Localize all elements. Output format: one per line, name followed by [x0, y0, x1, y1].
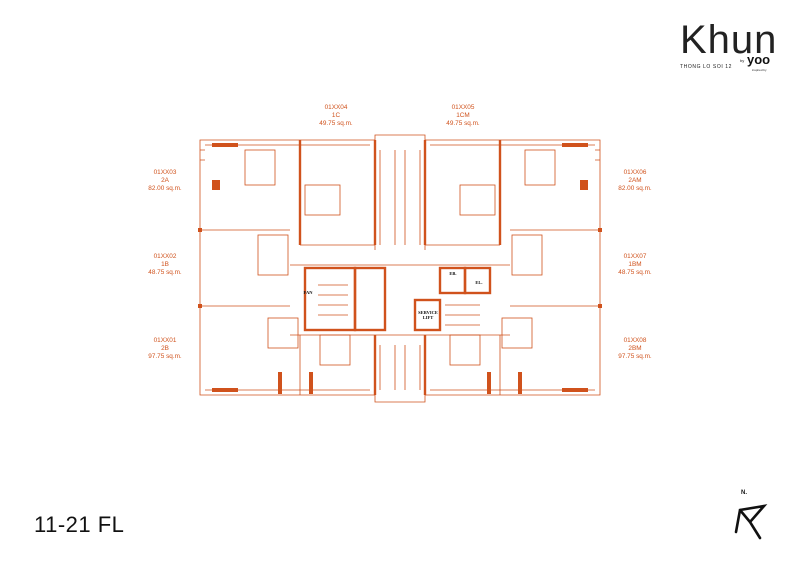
unit-area: 82.00 sq.m.: [618, 185, 652, 192]
unit-type: 1B: [161, 261, 169, 268]
logo-wordmark: Khun: [680, 18, 778, 62]
unit-area: 48.75 sq.m.: [618, 269, 652, 276]
unit-code: 01XX07: [623, 253, 647, 260]
unit-type: 1C: [331, 112, 341, 119]
logo-partner: yoo: [747, 52, 771, 67]
unit-label-01xx01: 01XX01 2B 97.75 sq.m.: [135, 337, 195, 361]
unit-label-01xx05: 01XX05 1CM 49.75 sq.m.: [433, 104, 493, 128]
unit-type: 2AM: [628, 177, 642, 184]
unit-type: 2B: [161, 345, 169, 352]
eb-tag: EB.: [449, 271, 457, 276]
core-stair-left: [303, 266, 357, 332]
unit-code: 01XX03: [153, 169, 177, 176]
core-service-lift: [413, 298, 442, 332]
unit-code: 01XX08: [623, 337, 647, 344]
logo-subtitle: THONG LO SOI 12: [680, 64, 733, 70]
divider-right-1: [510, 229, 600, 307]
khun-logo: Khun THONG LO SOI 12 by yoo inspired by: [680, 18, 780, 80]
service-lift-line2: LIFT: [422, 315, 434, 320]
divider-left-1: [200, 229, 290, 307]
unit-code: 01XX04: [324, 104, 348, 111]
unit-area: 48.75 sq.m.: [148, 269, 182, 276]
unit-code: 01XX06: [623, 169, 647, 176]
unit-label-01xx04: 01XX04 1C 49.75 sq.m.: [306, 104, 366, 128]
unit-label-01xx07: 01XX07 1BM 48.75 sq.m.: [605, 253, 665, 277]
logo-partner-sub: inspired by: [752, 68, 767, 72]
unit-label-01xx08: 01XX08 2BM 97.75 sq.m.: [605, 337, 665, 361]
floor-label: 11-21 FL: [34, 512, 125, 537]
service-lift-line1: SERVICE: [418, 310, 438, 315]
core-el: [463, 266, 492, 295]
unit-area: 82.00 sq.m.: [148, 185, 182, 192]
unit-area: 49.75 sq.m.: [446, 120, 480, 127]
unit-code: 01XX05: [451, 104, 475, 111]
logo-by: by: [740, 58, 745, 63]
north-arrow: N.: [730, 490, 770, 540]
north-arrow-icon: [734, 504, 768, 540]
unit-type: 1BM: [628, 261, 642, 268]
north-label: N.: [741, 490, 747, 496]
building-outline: [199, 134, 601, 403]
unit-label-01xx03: 01XX03 2A 82.00 sq.m.: [135, 169, 195, 193]
unit-area: 49.75 sq.m.: [319, 120, 353, 127]
unit-code: 01XX02: [153, 253, 177, 260]
unit-area: 97.75 sq.m.: [618, 353, 652, 360]
unit-label-01xx06: 01XX06 2AM 82.00 sq.m.: [605, 169, 665, 193]
unit-type: 2BM: [628, 345, 642, 352]
fan-tag: FAN: [303, 290, 313, 295]
el-tag: EL.: [475, 280, 483, 285]
service-lift-tag: SERVICE LIFT: [416, 310, 440, 320]
unit-area: 97.75 sq.m.: [148, 353, 182, 360]
unit-label-01xx02: 01XX02 1B 48.75 sq.m.: [135, 253, 195, 277]
core-lift: [353, 266, 387, 332]
unit-code: 01XX01: [153, 337, 177, 344]
unit-type: 2A: [161, 177, 169, 184]
unit-type: 1CM: [456, 112, 470, 119]
